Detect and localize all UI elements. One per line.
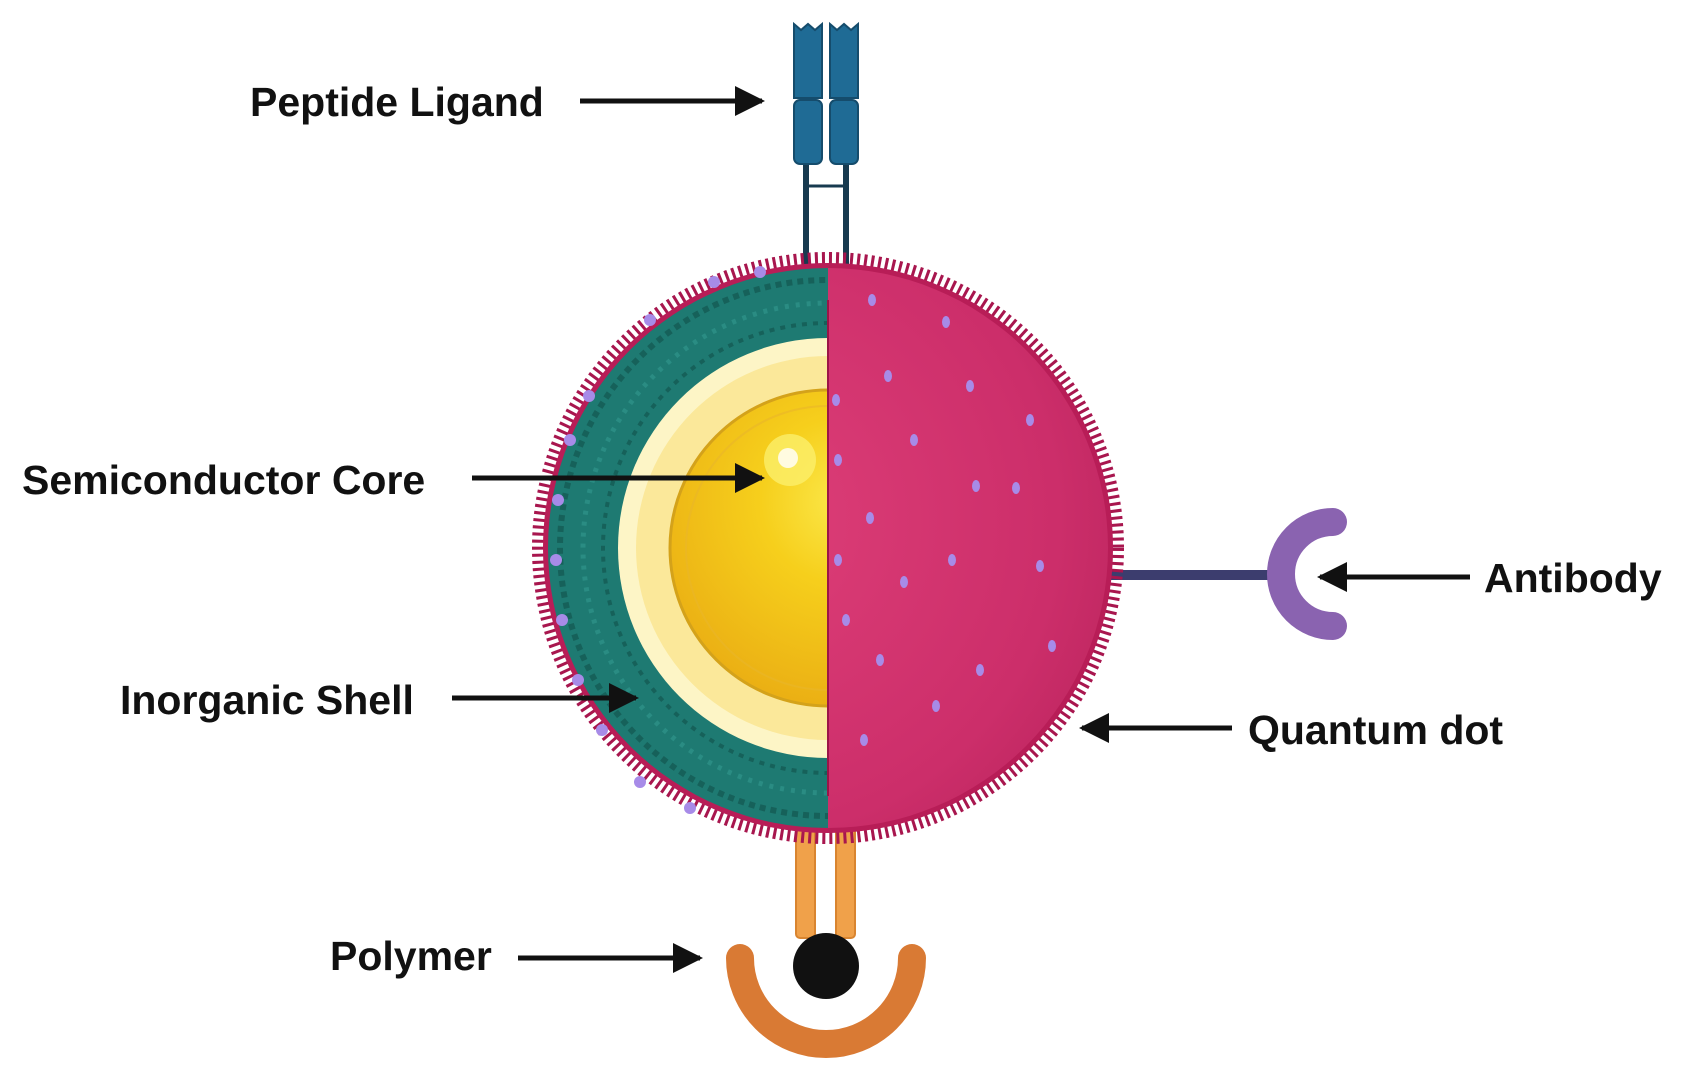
quantum-dot-sphere	[532, 252, 1124, 844]
label-antibody: Antibody	[1484, 555, 1662, 601]
peptide-ligand	[793, 21, 859, 292]
quantum-dot-surface	[828, 268, 1108, 828]
arrows	[452, 86, 1470, 973]
label-inorganic-shell: Inorganic Shell	[120, 677, 414, 723]
label-quantum-dot: Quantum dot	[1248, 707, 1503, 753]
label-semiconductor-core: Semiconductor Core	[22, 457, 425, 503]
antibody	[1085, 508, 1347, 640]
label-peptide-ligand: Peptide Ligand	[250, 79, 544, 125]
label-polymer: Polymer	[330, 933, 492, 979]
labels: Peptide Ligand Semiconductor Core Inorga…	[22, 79, 1662, 979]
polymer	[726, 819, 926, 1058]
